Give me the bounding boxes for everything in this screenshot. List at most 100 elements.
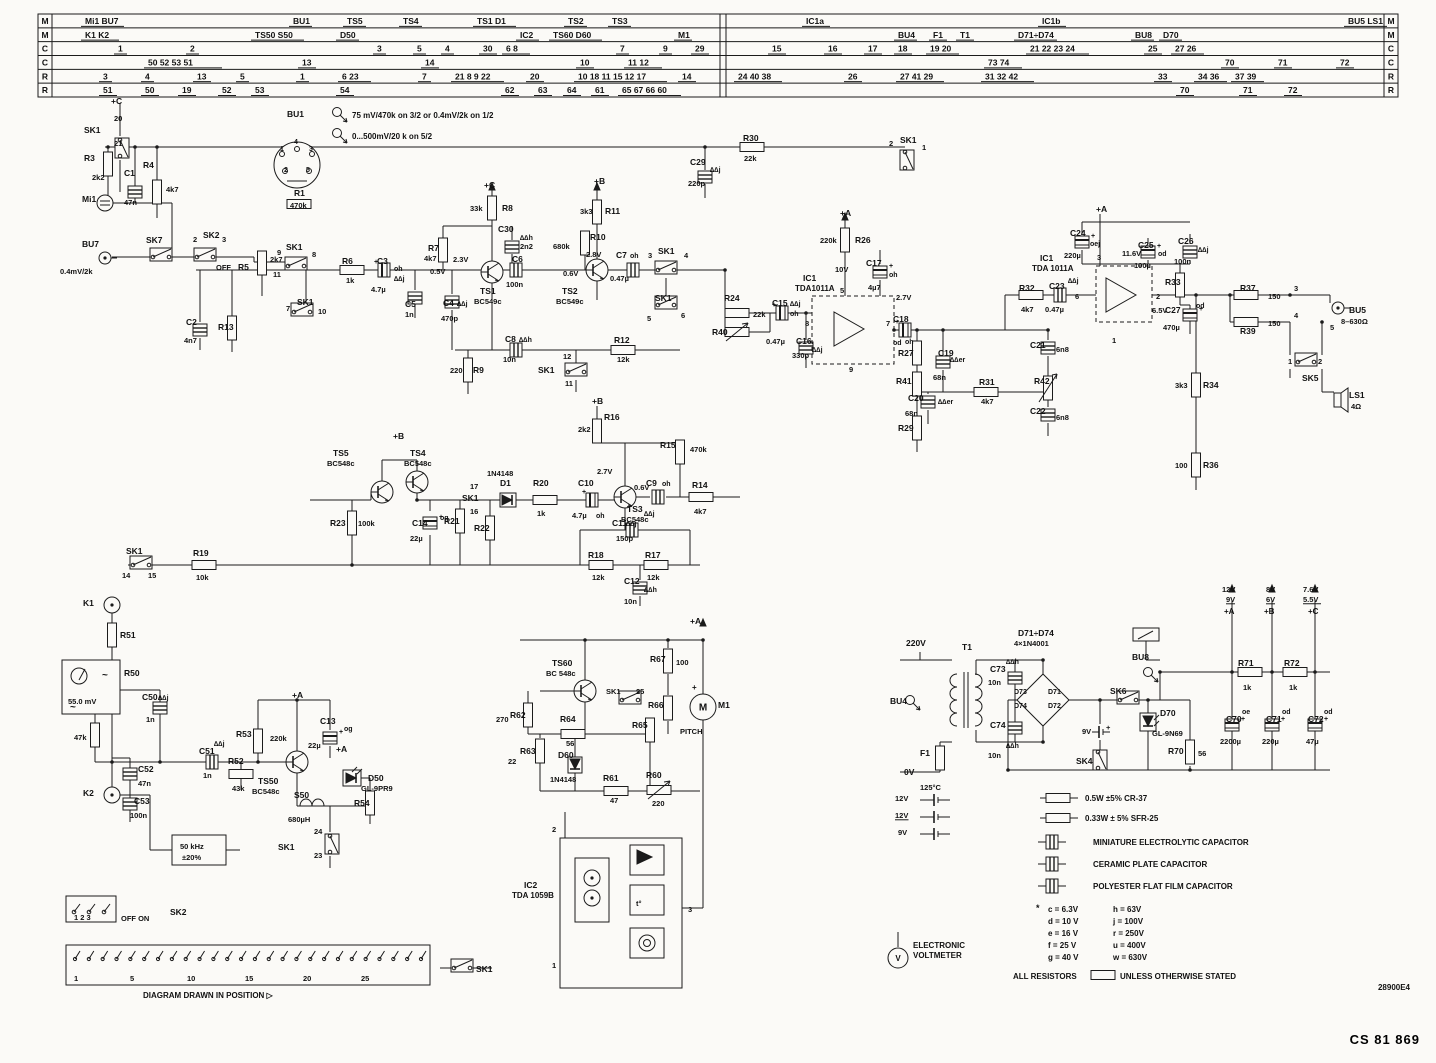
schematic-text: 4: [294, 139, 298, 146]
strip-lever: [365, 950, 372, 960]
schematic-text: TDA1011A: [795, 284, 835, 293]
junction-node: [350, 563, 354, 567]
schematic-text: 3: [688, 905, 692, 914]
resistor-icon: [463, 357, 473, 383]
resistor-icon: [663, 695, 673, 721]
schematic-text: 100n: [130, 811, 148, 820]
grid-cell: M1: [678, 30, 690, 40]
schematic-text: 56: [566, 739, 574, 748]
resistor-icon: [103, 151, 113, 177]
grid-cell: 63: [538, 85, 548, 95]
schematic-text: 4: [1294, 311, 1299, 320]
schematic-text: 220µ: [1064, 251, 1081, 260]
strip-lever: [157, 950, 164, 960]
schematic-text: BU8: [1132, 652, 1149, 662]
schematic-text: 50 kHz: [180, 842, 204, 851]
schematic-text: C19: [938, 348, 954, 358]
pot-arrow: [725, 322, 749, 342]
schematic-text: R3: [84, 153, 95, 163]
switch-icon[interactable]: [899, 149, 915, 171]
schematic-text: +C: [1308, 607, 1319, 616]
probe-arrow: [345, 138, 348, 144]
schematic-text: 4k7: [694, 507, 707, 516]
resistor-icon: [455, 508, 465, 534]
schematic-text: 9V: [898, 828, 907, 837]
schematic-text: SK2: [203, 230, 220, 240]
schematic-text: 2200µ: [1220, 737, 1241, 746]
tr-emitter: [580, 692, 593, 701]
schematic-text: OFF ON: [121, 914, 149, 923]
pot-arrow: [647, 780, 671, 800]
led-ray: [356, 768, 363, 775]
rail-arrow: [841, 211, 849, 221]
resistor-icon: [487, 195, 497, 221]
schematic-text: PITCH: [680, 727, 703, 736]
strip-lever: [199, 950, 205, 960]
schematic-text: 1N4148: [550, 775, 576, 784]
schematic-text: 4.7µ: [572, 511, 587, 520]
schematic-text: C22: [1030, 406, 1046, 416]
schematic-text: SK1: [286, 242, 303, 252]
resistor-icon: [1233, 290, 1259, 300]
schematic-text: 20: [303, 974, 311, 983]
grid-row-label: R: [42, 85, 48, 95]
probe-arrow: [918, 705, 921, 711]
switch-icon[interactable]: [114, 137, 130, 159]
plus-mark: +: [439, 514, 443, 521]
schematic-text: +A: [292, 690, 303, 700]
schematic-text: 15: [245, 974, 253, 983]
switch-strip[interactable]: [65, 944, 431, 986]
schematic-text: C6: [512, 254, 523, 264]
grid-cell: 4: [445, 44, 450, 54]
grid-cell: 3: [103, 71, 108, 81]
schematic-text: 4.7µ: [371, 285, 386, 294]
schematic-text: 14: [122, 571, 131, 580]
grid-cell: D70: [1163, 30, 1179, 40]
resistor-icon: [1237, 667, 1263, 677]
schematic-text: 2k2: [92, 173, 105, 182]
schematic-text: K2: [83, 788, 94, 798]
switch-icon[interactable]: [324, 833, 340, 855]
grid-cell: 7: [422, 71, 427, 81]
resistor-icon: [107, 622, 117, 648]
grid-cell: 31 32 42: [985, 71, 1018, 81]
schematic-text: 100k: [358, 519, 376, 528]
schematic-text: +B: [592, 396, 603, 406]
schematic-text: D74: [1014, 703, 1027, 710]
inductor-icon: [299, 798, 325, 807]
schematic-text: LS1: [1349, 390, 1365, 400]
schematic-text: R40: [712, 327, 728, 337]
junction-node: [1188, 768, 1192, 772]
rail-arrow: [699, 617, 707, 627]
schematic-text: ∆∆h: [1006, 743, 1019, 750]
switch-icon[interactable]: [1092, 749, 1108, 771]
schematic-text: 0.5V: [430, 267, 445, 276]
schematic-text: 24: [314, 827, 323, 836]
resistor-icon: [560, 729, 586, 739]
probe-arrow: [339, 114, 348, 123]
din-pin: [279, 151, 285, 157]
schematic-text: +A: [1096, 204, 1107, 214]
rail-arrow: [1268, 583, 1276, 593]
switch-lever: [119, 139, 129, 158]
switch-contact: [671, 267, 677, 273]
grid-row-label: C: [1388, 58, 1394, 68]
speaker-icon: [1333, 392, 1342, 408]
schematic-text: 100: [1175, 461, 1188, 470]
switch-contact: [1133, 697, 1139, 703]
schematic-text: Mi1: [82, 194, 96, 204]
schematic-text: R12: [614, 335, 630, 345]
grid-cell: 19: [182, 85, 192, 95]
schematic-text: D71÷D74: [1018, 628, 1054, 638]
schematic-text: R61: [603, 773, 619, 783]
grid-cell: 2: [190, 44, 195, 54]
schematic-text: R66: [648, 700, 664, 710]
schematic-text: og: [344, 726, 353, 733]
grid-cell: 53: [255, 85, 265, 95]
contact-lever: [73, 903, 81, 913]
schematic-text: R8: [502, 203, 513, 213]
schematic-text: +: [1106, 723, 1111, 732]
schematic-text: R36: [1203, 460, 1219, 470]
grid-cell: 20: [530, 71, 540, 81]
grid-cell: 16: [828, 44, 838, 54]
